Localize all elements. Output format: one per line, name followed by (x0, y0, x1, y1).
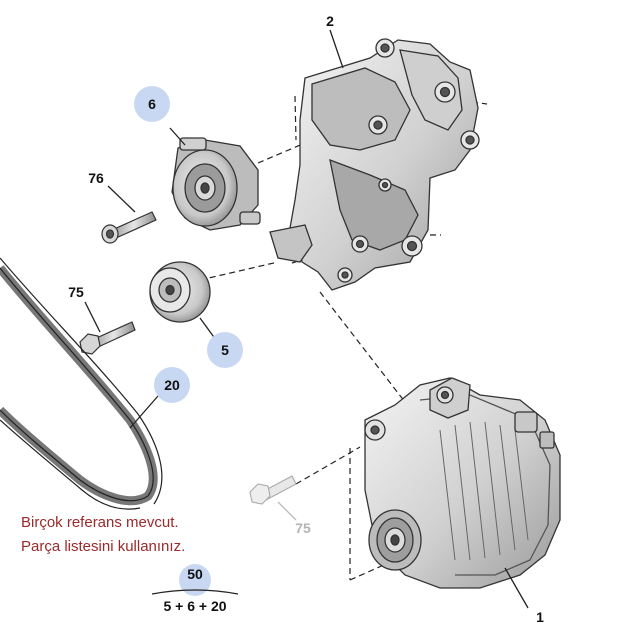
callout-76[interactable]: 76 (88, 170, 104, 186)
alternator-bracket (269, 38, 480, 291)
leader-line-75-lower (277, 501, 297, 521)
callout-75-upper[interactable]: 75 (68, 284, 84, 300)
kit-composition: 5 + 6 + 20 (163, 598, 227, 614)
callout-75-lower[interactable]: 75 (295, 520, 311, 536)
callout-5-highlight (207, 332, 243, 368)
kit-50-highlight (179, 564, 211, 596)
callout-6[interactable]: 6 (148, 96, 156, 112)
note-multiple-references: Birçok referans mevcut. (21, 514, 179, 531)
leader-line-76 (107, 185, 136, 213)
callout-2[interactable]: 2 (326, 13, 334, 29)
leader-line-1 (504, 567, 529, 609)
leader-line-20 (129, 395, 159, 429)
kit-number[interactable]: 50 (187, 566, 203, 582)
callout-20[interactable]: 20 (164, 377, 180, 393)
bolt-76 (101, 211, 157, 244)
callout-6-highlight (134, 86, 170, 122)
note-use-parts-list: Parça listesini kullanınız. (21, 538, 186, 555)
leader-lines-bracket (329, 29, 344, 69)
callout-1[interactable]: 1 (536, 609, 544, 625)
callout-20-highlight (154, 367, 190, 403)
poly-v-belt (0, 257, 163, 510)
alternator (364, 377, 561, 589)
kit-brace (151, 589, 239, 595)
tensioner-pulley (171, 137, 261, 231)
bolt-75-lower (249, 475, 297, 505)
bolt-75-upper (79, 321, 136, 355)
idler-pulley (149, 261, 211, 323)
callout-5[interactable]: 5 (221, 342, 229, 358)
